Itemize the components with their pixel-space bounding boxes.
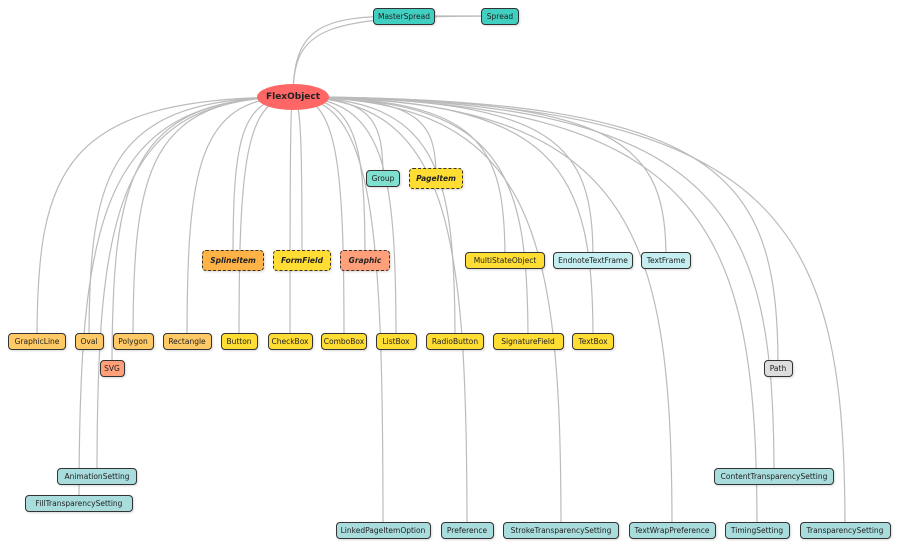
node-svg[interactable]: SVG <box>99 359 125 377</box>
node-form-field[interactable]: FormField <box>273 249 331 271</box>
node-label: Preference <box>446 525 488 535</box>
node-content-transparency-setting[interactable]: ContentTransparencySetting <box>714 467 834 485</box>
node-label: Spread <box>486 11 514 21</box>
node-label: PageItem <box>416 173 456 183</box>
node-label: Oval <box>80 336 98 346</box>
node-text-frame[interactable]: TextFrame <box>641 251 691 269</box>
node-label: TextFrame <box>646 255 686 265</box>
edge-flex-object-to-radio-button <box>292 96 456 342</box>
node-label: Polygon <box>118 336 148 346</box>
edge-flex-object-to-form-field <box>292 96 303 261</box>
node-label: CheckBox <box>271 336 309 346</box>
edge-flex-object-to-animation-setting <box>96 96 294 477</box>
edge-flex-object-to-graphic-line <box>36 96 294 342</box>
node-radio-button[interactable]: RadioButton <box>426 332 484 350</box>
node-label: TimingSetting <box>730 525 784 535</box>
edge-flex-object-to-timing-setting <box>292 96 758 531</box>
edge-flex-object-to-polygon <box>132 96 294 342</box>
node-signature-field[interactable]: SignatureField <box>492 332 564 350</box>
edge-flex-object-to-text-box <box>292 96 594 342</box>
node-linked-page-item-option[interactable]: LinkedPageItemOption <box>335 521 431 539</box>
node-label: Path <box>769 363 787 373</box>
node-label: Rectangle <box>168 336 206 346</box>
node-timing-setting[interactable]: TimingSetting <box>724 521 790 539</box>
node-transparency-setting[interactable]: TransparencySetting <box>799 521 891 539</box>
node-list-box[interactable]: ListBox <box>375 332 417 350</box>
node-text-wrap-preference[interactable]: TextWrapPreference <box>628 521 716 539</box>
node-label: ComboBox <box>323 336 365 346</box>
node-group[interactable]: Group <box>366 169 400 187</box>
node-endnote-text-frame[interactable]: EndnoteTextFrame <box>553 251 633 269</box>
node-label: TextBox <box>578 336 608 346</box>
edge-flex-object-to-graphic <box>292 96 366 261</box>
node-label: FillTransparencySetting <box>35 498 123 508</box>
node-graphic[interactable]: Graphic <box>340 249 390 271</box>
edge-flex-object-to-rectangle <box>186 96 294 342</box>
node-label: AnimationSetting <box>64 471 130 481</box>
node-flex-object[interactable]: FlexObject <box>257 84 329 110</box>
node-label: GraphicLine <box>14 336 60 346</box>
node-combo-box[interactable]: ComboBox <box>321 332 367 350</box>
edge-flex-object-to-content-transparency-setting <box>292 96 775 477</box>
edge-flex-object-to-stroke-transparency-setting <box>292 96 562 531</box>
node-label: FlexObject <box>265 92 321 102</box>
node-path[interactable]: Path <box>763 359 793 377</box>
edge-flex-object-to-preference <box>292 96 468 531</box>
node-label: Graphic <box>348 255 382 265</box>
edge-flex-object-to-fill-transparency-setting <box>78 96 294 504</box>
node-preference[interactable]: Preference <box>440 521 494 539</box>
node-check-box[interactable]: CheckBox <box>267 332 313 350</box>
node-rectangle[interactable]: Rectangle <box>162 332 212 350</box>
node-text-box[interactable]: TextBox <box>572 332 614 350</box>
node-label: SVG <box>104 363 120 373</box>
node-label: MultiStateObject <box>473 255 537 265</box>
node-stroke-transparency-setting[interactable]: StrokeTransparencySetting <box>503 521 619 539</box>
node-page-item[interactable]: PageItem <box>409 167 463 189</box>
node-label: SplineItem <box>210 255 256 265</box>
edge-flex-object-to-check-box <box>289 96 294 342</box>
edge-flex-object-to-spline-item <box>232 96 294 261</box>
node-label: RadioButton <box>431 336 479 346</box>
node-label: SignatureField <box>501 336 555 346</box>
node-label: MasterSpread <box>377 11 431 21</box>
node-label: TextWrapPreference <box>634 525 710 535</box>
node-label: Group <box>371 173 395 183</box>
node-button[interactable]: Button <box>220 332 258 350</box>
node-label: StrokeTransparencySetting <box>510 525 612 535</box>
edge-flex-object-to-transparency-setting <box>292 96 846 531</box>
node-master-spread[interactable]: MasterSpread <box>373 7 435 25</box>
node-oval[interactable]: Oval <box>74 332 104 350</box>
node-label: ContentTransparencySetting <box>720 471 828 481</box>
edge-flex-object-to-list-box <box>292 96 397 342</box>
node-spread[interactable]: Spread <box>481 7 519 25</box>
node-fill-transparency-setting[interactable]: FillTransparencySetting <box>25 494 133 512</box>
node-label: ListBox <box>382 336 410 346</box>
node-label: FormField <box>281 255 323 265</box>
edge-flex-object-to-svg <box>111 96 294 369</box>
node-label: TransparencySetting <box>806 525 884 535</box>
node-label: LinkedPageItemOption <box>340 525 426 535</box>
edge-flex-object-to-page-item <box>292 96 437 179</box>
node-label: Button <box>226 336 252 346</box>
edge-flex-object-to-spread <box>292 15 501 98</box>
node-graphic-line[interactable]: GraphicLine <box>8 332 66 350</box>
edge-flex-object-to-signature-field <box>292 96 529 342</box>
node-spline-item[interactable]: SplineItem <box>202 249 264 271</box>
node-multi-state-object[interactable]: MultiStateObject <box>465 251 545 269</box>
edge-flex-object-to-linked-page-item-option <box>292 96 384 531</box>
node-animation-setting[interactable]: AnimationSetting <box>57 467 137 485</box>
edge-flex-object-to-path <box>292 96 779 369</box>
edge-flex-object-to-button <box>238 96 294 342</box>
edge-flex-object-to-text-wrap-preference <box>292 96 673 531</box>
node-label: EndnoteTextFrame <box>558 255 628 265</box>
node-polygon[interactable]: Polygon <box>112 332 154 350</box>
edge-flex-object-to-text-frame <box>292 96 667 261</box>
